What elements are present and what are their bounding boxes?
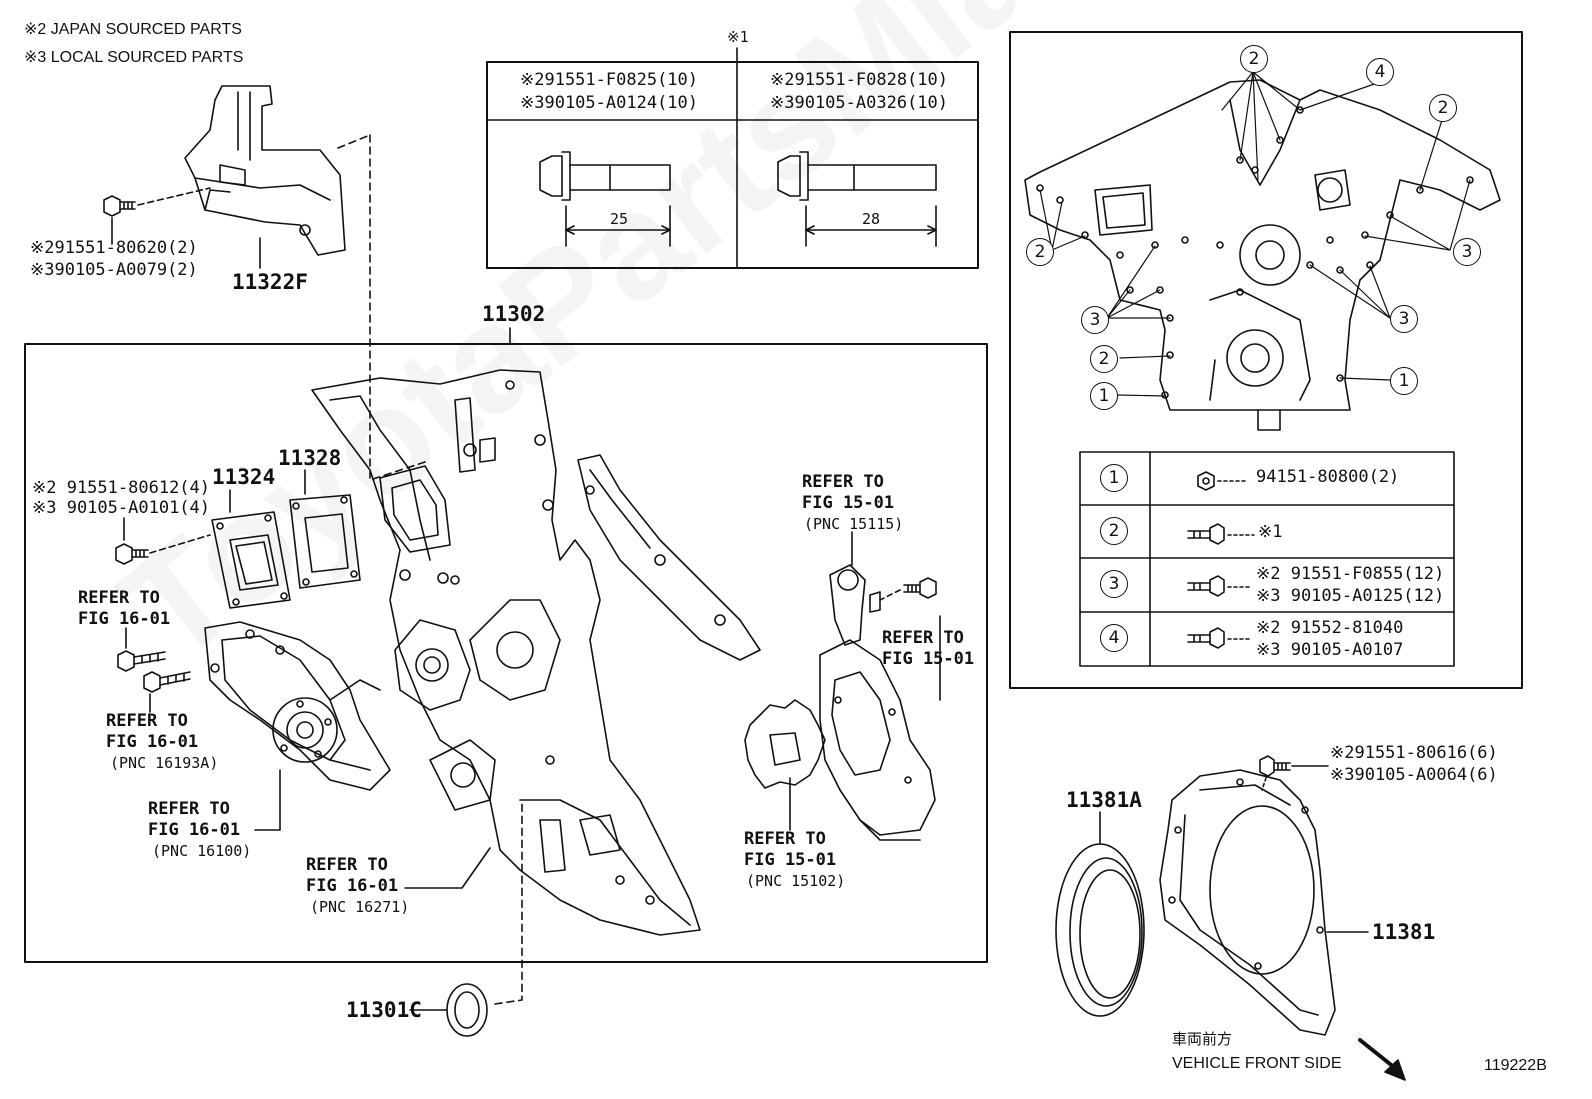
callout-3-right-lower: 3 (1390, 305, 1418, 333)
legend-4-japan[interactable]: ※2 91552-81040 (1256, 618, 1404, 638)
bolt-15-01 (879, 577, 937, 601)
part-11301C[interactable]: 11301C (346, 998, 422, 1022)
part-11381A[interactable]: 11381A (1066, 788, 1142, 812)
bolt-right-japan[interactable]: ※291551-F0828(10) (770, 70, 949, 90)
ref5-line1[interactable]: REFER TO (802, 472, 884, 492)
bolt-11381-local[interactable]: ※390105-A0064(6) (1330, 765, 1498, 785)
ref2-line2[interactable]: FIG 16-01 (106, 732, 199, 752)
tensioner-15115 (829, 564, 881, 646)
legend-1-part[interactable]: 94151-80800(2) (1256, 467, 1400, 487)
legend-key-3: 3 (1100, 570, 1128, 598)
legend-3-japan[interactable]: ※2 91551-F0855(12) (1256, 564, 1445, 584)
ref7-line1[interactable]: REFER TO (744, 829, 826, 849)
legend-key-2: 2 (1100, 517, 1128, 545)
japan-sourced-note: ※2 JAPAN SOURCED PARTS (24, 21, 242, 38)
crossmember (577, 454, 761, 661)
ref6-line2[interactable]: FIG 15-01 (882, 649, 975, 669)
figure-id: 119222B (1484, 1057, 1547, 1074)
bolt-11324-local[interactable]: ※3 90105-A0101(4) (32, 498, 211, 518)
callout-3-right-upper: 3 (1453, 238, 1481, 266)
legend-3-local[interactable]: ※3 90105-A0125(12) (1256, 586, 1445, 606)
ref2-pnc: (PNC 16193A) (110, 754, 219, 772)
bolt-11324 (115, 534, 211, 565)
bolt-11381-japan[interactable]: ※291551-80616(6) (1330, 743, 1498, 763)
bolt-table-marker: ※1 (727, 28, 749, 46)
legend-key-4: 4 (1100, 624, 1128, 652)
retainer-11381 (1159, 769, 1336, 1036)
part-11328[interactable]: 11328 (278, 446, 342, 470)
ref3-line2[interactable]: FIG 16-01 (148, 820, 241, 840)
callout-4: 4 (1366, 58, 1394, 86)
ref3-line1[interactable]: REFER TO (148, 799, 230, 819)
ref7-line2[interactable]: FIG 15-01 (744, 850, 837, 870)
cover-lower (519, 755, 691, 926)
main-assembly-box (24, 343, 988, 963)
front-direction-arrow (1358, 1038, 1406, 1081)
callout-2-top: 2 (1240, 45, 1268, 73)
local-sourced-note: ※3 LOCAL SOURCED PARTS (24, 49, 244, 66)
legend-4-local[interactable]: ※3 90105-A0107 (1256, 640, 1404, 660)
bolt-left-japan[interactable]: ※291551-F0825(10) (520, 70, 699, 90)
bolt-left-length: 25 (610, 210, 629, 228)
bolt-11324-japan[interactable]: ※2 91551-80612(4) (32, 478, 211, 498)
water-pump-housing (204, 621, 391, 791)
ref1-line1[interactable]: REFER TO (78, 588, 160, 608)
bolt-11322F-japan[interactable]: ※291551-80620(2) (30, 238, 198, 258)
ref7-pnc: (PNC 15102) (746, 872, 846, 890)
plate-11328 (289, 494, 361, 589)
bolt-left-local[interactable]: ※390105-A0124(10) (520, 93, 699, 113)
callout-leaders (1039, 71, 1471, 397)
bolts-16-01 (117, 650, 191, 693)
legend-key-1: 1 (1100, 464, 1128, 492)
part-11322F[interactable]: 11322F (232, 270, 308, 294)
oil-pump-body (819, 639, 936, 841)
bolt-11381 (1259, 755, 1291, 791)
callout-2-lower-left: 2 (1090, 345, 1118, 373)
water-outlet (394, 599, 561, 811)
ref5-pnc: (PNC 15115) (804, 515, 904, 533)
legend-table-lines (1079, 451, 1455, 667)
seal-11301C (409, 799, 523, 1037)
bolt-right-local[interactable]: ※390105-A0326(10) (770, 93, 949, 113)
bolt-table-lines (486, 47, 979, 269)
part-11324[interactable]: 11324 (212, 465, 276, 489)
part-11381[interactable]: 11381 (1372, 920, 1436, 944)
ref5-line2[interactable]: FIG 15-01 (802, 493, 895, 513)
ref1-line2[interactable]: FIG 16-01 (78, 609, 171, 629)
fastener-detail-box (1009, 31, 1523, 689)
direction-label-jp: 車両前方 (1172, 1030, 1233, 1048)
callout-1-left: 1 (1090, 382, 1118, 410)
ref4-pnc: (PNC 16271) (310, 898, 410, 916)
oil-pump-rotor (744, 699, 826, 789)
bolt-right-length: 28 (862, 210, 881, 228)
ref3-pnc: (PNC 16100) (152, 842, 252, 860)
ref6-line1[interactable]: REFER TO (882, 628, 964, 648)
callout-2-left: 2 (1026, 238, 1054, 266)
water-pump-pulley (272, 679, 381, 771)
direction-label-en: VEHICLE FRONT SIDE (1172, 1055, 1342, 1072)
callout-3-left: 3 (1081, 306, 1109, 334)
timing-cover-11302 (311, 369, 701, 936)
gasket-11324 (211, 511, 291, 609)
callout-1-right: 1 (1390, 367, 1418, 395)
ref4-line2[interactable]: FIG 16-01 (306, 876, 399, 896)
part-11302[interactable]: 11302 (482, 302, 546, 326)
oil-seal-11381A (1055, 811, 1145, 1017)
legend-bolt-icons (1187, 471, 1255, 649)
bracket-11322F-drawing (184, 85, 346, 256)
bolt-11322F-local[interactable]: ※390105-A0079(2) (30, 260, 198, 280)
ref2-line1[interactable]: REFER TO (106, 711, 188, 731)
legend-2-part[interactable]: ※1 (1258, 522, 1283, 542)
ref4-line1[interactable]: REFER TO (306, 855, 388, 875)
cover-outline-detail (1024, 79, 1501, 431)
callout-2-right: 2 (1429, 94, 1457, 122)
bolt-11322F (103, 187, 211, 217)
